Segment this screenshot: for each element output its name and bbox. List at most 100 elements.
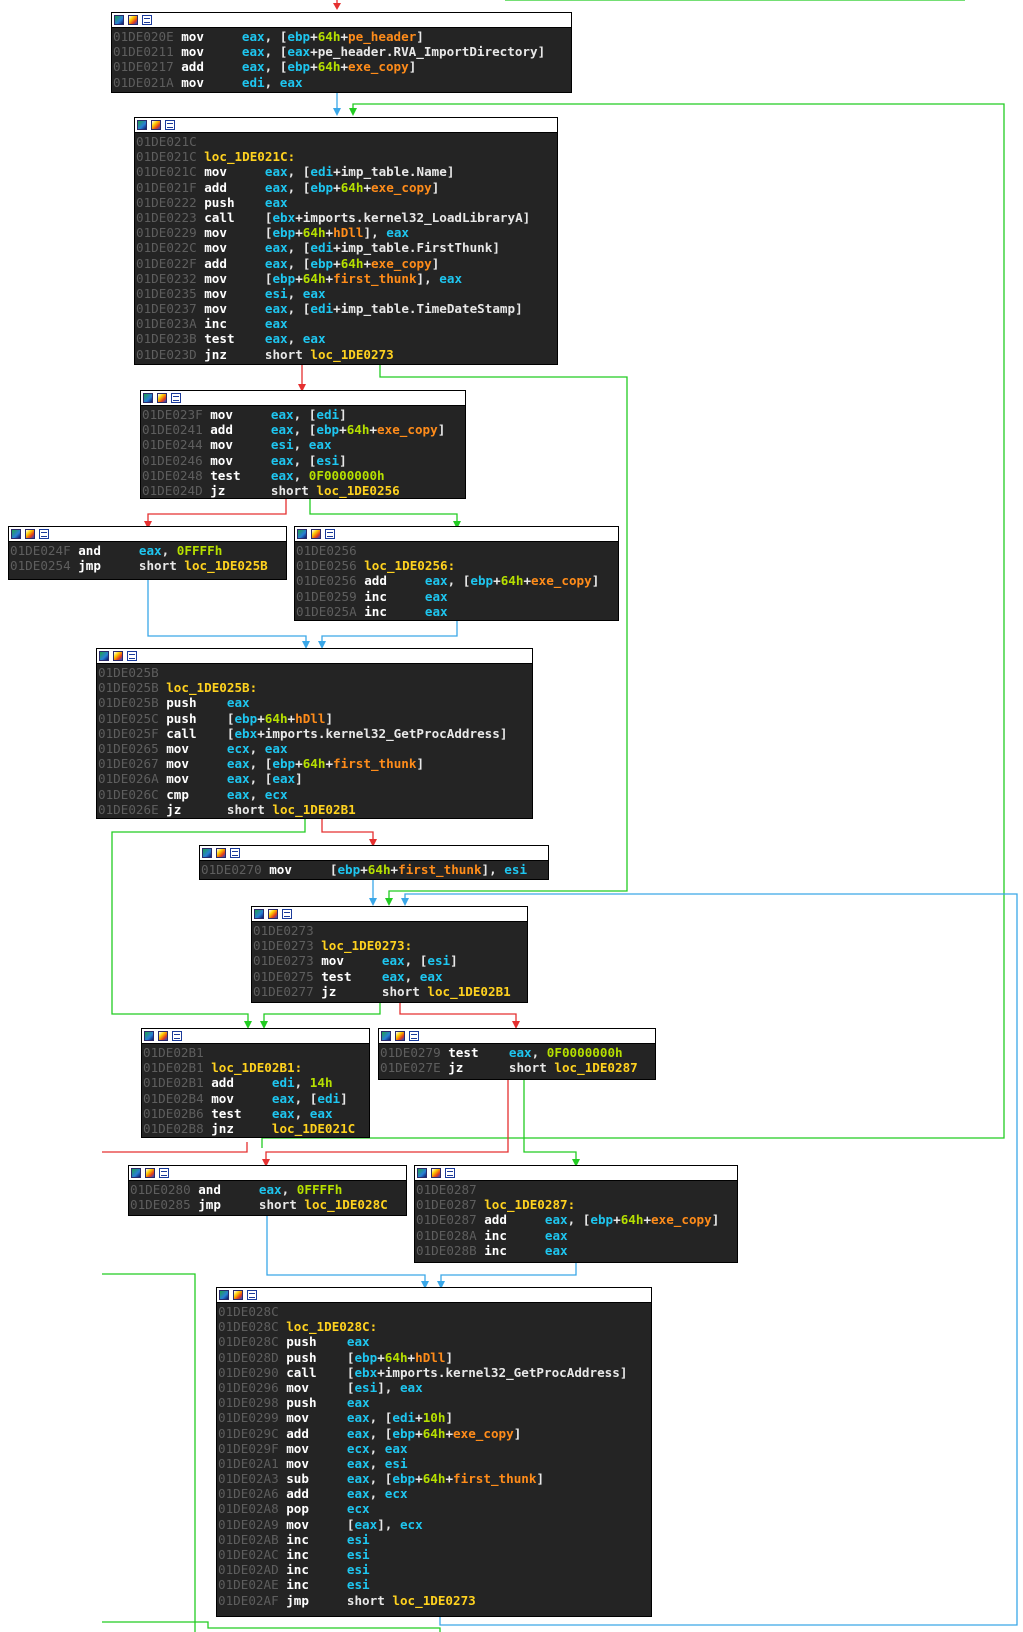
code-label[interactable]: loc_1DE0256:	[364, 558, 456, 574]
group-nodes-icon[interactable]	[142, 15, 152, 25]
graph-overview-icon[interactable]	[144, 1031, 154, 1041]
instruction-line[interactable]: 01DE0287	[416, 1182, 736, 1197]
group-nodes-icon[interactable]	[247, 1290, 257, 1300]
color-palette-icon[interactable]	[145, 1168, 155, 1178]
color-palette-icon[interactable]	[395, 1031, 405, 1041]
graph-overview-icon[interactable]	[297, 529, 307, 539]
code-label[interactable]: loc_1DE028C:	[286, 1319, 378, 1335]
color-palette-icon[interactable]	[216, 848, 226, 858]
color-palette-icon[interactable]	[157, 393, 167, 403]
graph-overview-icon[interactable]	[143, 393, 153, 403]
group-nodes-icon[interactable]	[159, 1168, 169, 1178]
group-nodes-icon[interactable]	[172, 1031, 182, 1041]
group-nodes-icon[interactable]	[325, 529, 335, 539]
graph-overview-icon[interactable]	[99, 651, 109, 661]
color-palette-icon[interactable]	[25, 529, 35, 539]
operand-label[interactable]: loc_1DE021C	[271, 1120, 356, 1136]
graph-overview-icon[interactable]	[417, 1168, 427, 1178]
group-nodes-icon[interactable]	[127, 651, 137, 661]
code-label[interactable]: loc_1DE025B:	[166, 680, 258, 696]
group-nodes-icon[interactable]	[171, 393, 181, 403]
graph-overview-icon[interactable]	[381, 1031, 391, 1041]
code-label[interactable]: loc_1DE02B1:	[211, 1060, 303, 1076]
group-nodes-icon[interactable]	[165, 120, 175, 130]
graph-overview-icon[interactable]	[219, 1290, 229, 1300]
graph-overview-icon[interactable]	[137, 120, 147, 130]
instruction-line[interactable]: 01DE0256	[296, 543, 617, 558]
code-label[interactable]: loc_1DE0287:	[484, 1197, 576, 1213]
color-palette-icon[interactable]	[113, 651, 123, 661]
instruction-line[interactable]: 01DE02B1	[143, 1045, 368, 1060]
operand-label[interactable]: loc_1DE02B1	[427, 983, 511, 999]
graph-overview-icon[interactable]	[131, 1168, 141, 1178]
group-nodes-icon[interactable]	[39, 529, 49, 539]
graph-overview-icon[interactable]	[114, 15, 124, 25]
code-label[interactable]: loc_1DE021C:	[204, 149, 296, 165]
group-nodes-icon[interactable]	[230, 848, 240, 858]
group-nodes-icon[interactable]	[409, 1031, 419, 1041]
color-palette-icon[interactable]	[431, 1168, 441, 1178]
group-nodes-icon[interactable]	[282, 909, 292, 919]
